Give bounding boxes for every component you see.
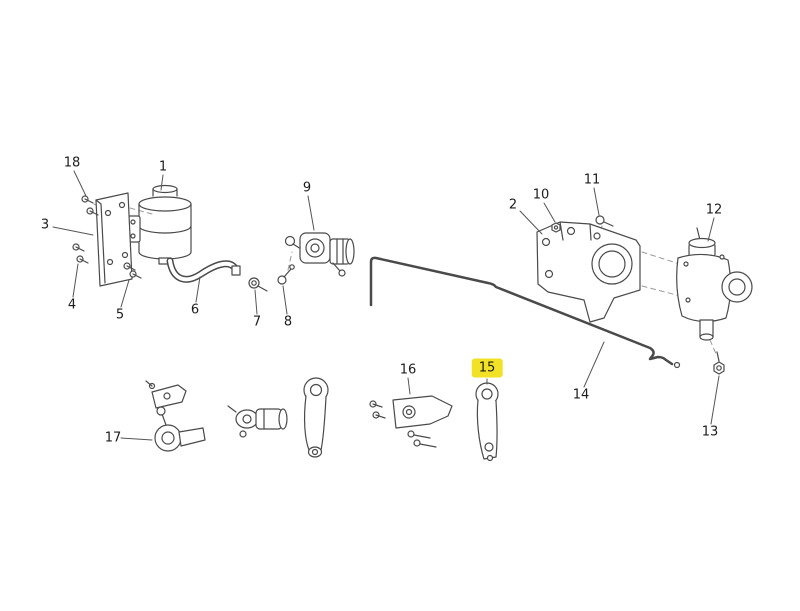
part-callout-16[interactable]: 16 (399, 362, 417, 378)
part-callout-14[interactable]: 14 (572, 387, 590, 403)
part-3-bracket-plate-drawing (95, 192, 133, 287)
part-8-fitting-drawing (277, 264, 295, 285)
part-callout-12[interactable]: 12 (705, 202, 723, 218)
part-11-bolt-drawing (595, 215, 614, 227)
part-callout-11[interactable]: 11 (583, 172, 601, 188)
part-5-screws-drawing (123, 262, 142, 279)
part-4-screws-drawing (72, 243, 89, 264)
part-6-hose-drawing (166, 257, 241, 283)
part-17-tie-rod-end-drawing (145, 380, 206, 452)
part-16-lever-drawing (369, 395, 453, 448)
part-callout-10[interactable]: 10 (532, 187, 550, 203)
part-14-pipe-drawing (369, 256, 681, 369)
part-15-pitman-arm-drawing (475, 382, 499, 462)
part-13-plug-drawing (713, 351, 725, 375)
part-12-steering-gear-drawing (676, 227, 753, 341)
part-callout-7[interactable]: 7 (252, 314, 262, 330)
part-2-bracket-drawing (536, 221, 641, 323)
part-7-fitting-drawing (248, 277, 268, 292)
part-callout-5[interactable]: 5 (115, 307, 125, 323)
part-10-nut-drawing (551, 222, 561, 233)
part-callout-15[interactable]: 15 (471, 358, 503, 378)
part-callout-18[interactable]: 18 (63, 155, 81, 171)
part-callout-9[interactable]: 9 (302, 180, 312, 196)
part-callout-1[interactable]: 1 (158, 159, 168, 175)
joint-clamp-drawing (227, 405, 288, 438)
part-callout-13[interactable]: 13 (701, 424, 719, 440)
callout-leader-lines (52, 170, 720, 441)
part-callout-3[interactable]: 3 (40, 217, 50, 233)
part-callout-17[interactable]: 17 (104, 430, 122, 446)
part-callout-4[interactable]: 4 (67, 297, 77, 313)
part-callout-6[interactable]: 6 (190, 302, 200, 318)
part-18-screws-drawing (81, 195, 99, 216)
part-callout-2[interactable]: 2 (508, 197, 518, 213)
drop-arm-drawing (303, 377, 329, 458)
part-callout-8[interactable]: 8 (283, 314, 293, 330)
part-1-reservoir-drawing (126, 184, 192, 265)
part-9-pump-drawing (284, 232, 355, 277)
